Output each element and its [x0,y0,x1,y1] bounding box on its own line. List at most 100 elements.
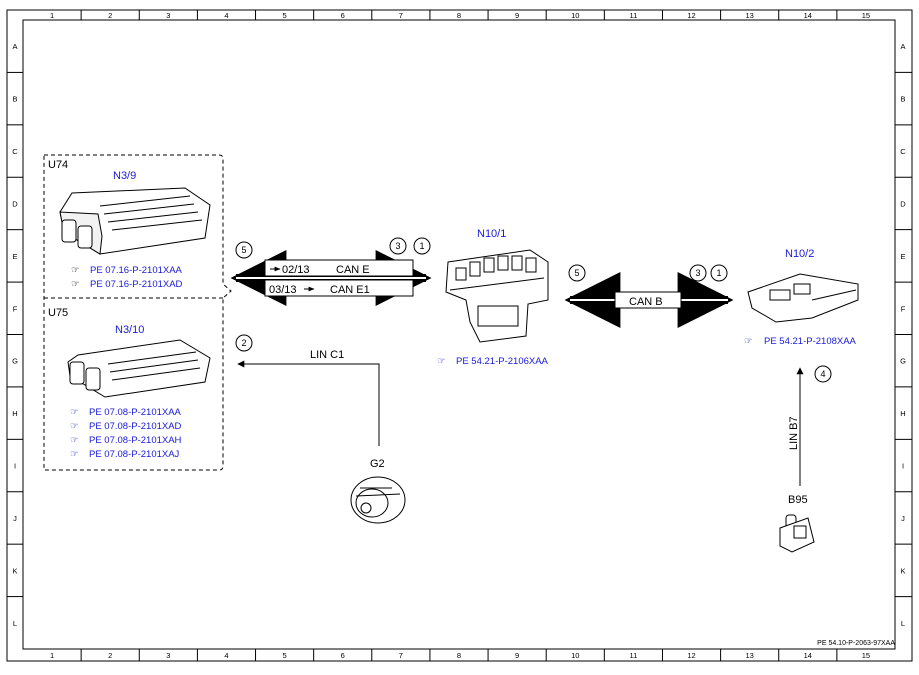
ecu-icon [67,339,211,398]
grid-row-label: F [901,304,906,313]
grid-column-label: 5 [283,11,287,20]
grid-ticks [7,10,912,661]
grid-column-label: 14 [804,11,812,20]
grid-column-label: 9 [515,11,519,20]
grid-column-label: 11 [630,651,638,660]
n3-9-label[interactable]: N3/9 [113,170,136,182]
grid-row-label: G [900,357,906,366]
grid-row-label: K [900,566,905,575]
grid-column-label: 12 [687,11,695,20]
finger-pointer-icon: ☞ [744,336,753,347]
ref-link[interactable]: PE 07.16-P-2101XAD [90,279,183,290]
can-b-label: CAN B [629,296,663,308]
grid-column-label: 10 [571,651,579,660]
ref-link[interactable]: PE 07.08-P-2101XAJ [89,449,180,460]
can-e1-code: 03/13 [269,284,297,296]
grid-column-label: 10 [571,11,579,20]
grid-row-label: E [900,252,905,261]
drawing-reference: PE 54.10-P-2063-97XAA [817,640,895,647]
ref-link[interactable]: PE 07.08-P-2101XAH [89,435,182,446]
sensor-icon [779,514,815,553]
g2-label[interactable]: G2 [370,458,385,470]
grid-row-label: H [12,409,17,418]
grid-row-label: I [902,462,904,471]
grid-row-label: H [900,409,905,418]
can-e-label: CAN E [336,264,370,276]
grid-row-label: A [900,42,905,51]
finger-pointer-icon: ☞ [437,356,446,367]
grid-column-label: 12 [687,651,695,660]
grid-row-label: D [900,199,906,208]
grid-column-label: 7 [399,11,403,20]
g2-component[interactable]: G2 [350,458,406,524]
can-e1-label: CAN E1 [330,284,370,296]
ref-link[interactable]: PE 07.16-P-2101XAA [90,265,183,276]
n3-9-component[interactable]: N3/9 ☞ PE 07.16-P-2101XAA ☞ PE 07.16-P-2… [59,170,211,290]
grid-column-label: 15 [862,651,870,660]
grid-row-label: E [12,252,17,261]
svg-text:3: 3 [395,241,400,251]
ref-link[interactable]: PE 07.08-P-2101XAD [89,421,182,432]
fuse-box-icon [445,249,549,343]
lin-b7-label: LIN B7 [788,416,800,450]
marker-3b: 3 [689,264,707,282]
grid-row-label: L [13,619,17,628]
finger-pointer-icon: ☞ [70,449,79,460]
grid-column-label: 4 [224,651,228,660]
marker-3a: 3 [389,237,407,255]
ref-link[interactable]: PE 54.21-P-2108XAA [764,336,857,347]
ref-link[interactable]: PE 54.21-P-2106XAA [456,356,549,367]
n10-1-component[interactable]: N10/1 ☞ PE 54.21-P-2106XAA [437,228,549,367]
n3-10-component[interactable]: N3/10 ☞ PE 07.08-P-2101XAA ☞ PE 07.08-P-… [67,324,211,460]
finger-pointer-icon: ☞ [71,265,80,276]
grid-row-label: J [901,514,905,523]
grid-column-label: 3 [166,11,170,20]
n10-2-component[interactable]: N10/2 ☞ PE 54.21-P-2108XAA [744,248,859,347]
finger-pointer-icon: ☞ [70,421,79,432]
svg-text:3: 3 [695,268,700,278]
grid-column-label: 4 [224,11,228,20]
n10-1-label[interactable]: N10/1 [477,228,506,240]
grid-row-label: J [13,514,17,523]
grid-row-label: C [12,147,18,156]
marker-4: 4 [814,365,832,383]
grid-column-label: 15 [862,11,870,20]
grid-column-label: 5 [283,651,287,660]
grid-column-label: 13 [745,11,753,20]
grid-column-label: 11 [630,11,638,20]
grid-row-label: G [12,357,18,366]
grid-row-label: A [12,42,17,51]
grid-column-label: 8 [457,11,461,20]
grid-column-label: 3 [166,651,170,660]
grid-column-label: 6 [341,651,345,660]
grid-row-label: L [901,619,905,628]
can-e-bus: 02/13 CAN E 03/13 CAN E1 [230,250,432,306]
inner-frame [22,19,896,650]
can-e-code: 02/13 [282,264,310,276]
n10-2-label[interactable]: N10/2 [785,248,814,260]
grid-labels: 1122334455667788991010111112121313141415… [12,11,906,660]
svg-text:1: 1 [716,268,721,278]
finger-pointer-icon: ☞ [71,279,80,290]
grid-row-label: C [900,147,906,156]
grid-column-label: 9 [515,651,519,660]
grid-column-label: 1 [50,651,54,660]
svg-text:2: 2 [241,338,246,348]
grid-column-label: 14 [804,651,812,660]
marker-1a: 1 [413,237,431,255]
grid-row-label: F [13,304,18,313]
finger-pointer-icon: ☞ [70,407,79,418]
marker-5a: 5 [235,241,253,259]
b95-component[interactable]: B95 [779,494,815,553]
grid-column-label: 8 [457,651,461,660]
marker-1b: 1 [710,264,728,282]
grid-column-label: 2 [108,11,112,20]
n3-10-label[interactable]: N3/10 [115,324,144,336]
grid-column-label: 1 [50,11,54,20]
marker-2: 2 [235,334,253,352]
grid-row-label: I [14,462,16,471]
b95-label[interactable]: B95 [788,494,808,506]
lin-c1-label: LIN C1 [310,349,344,361]
ref-link[interactable]: PE 07.08-P-2101XAA [89,407,182,418]
